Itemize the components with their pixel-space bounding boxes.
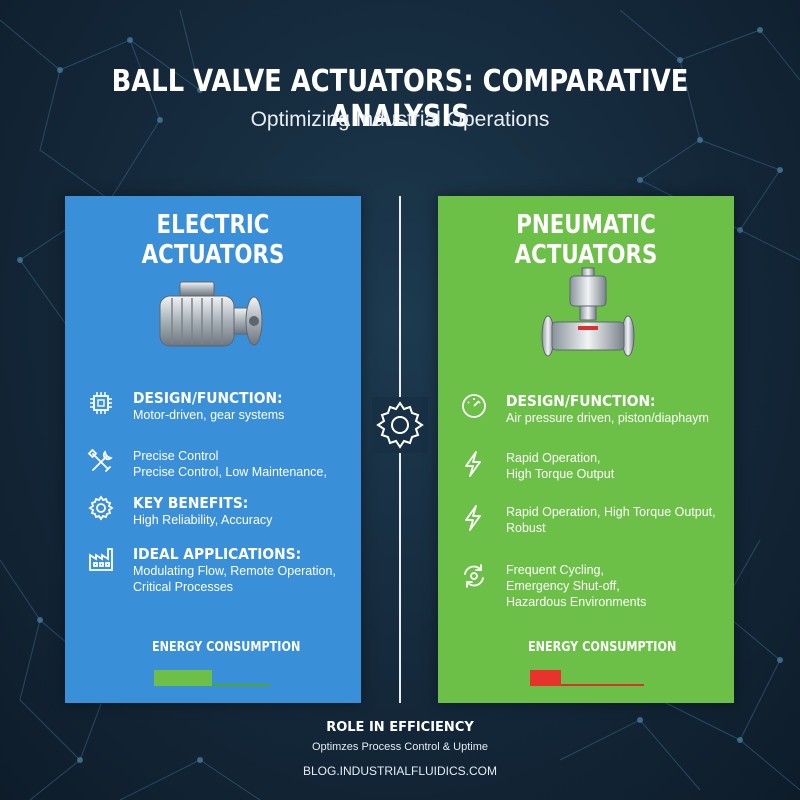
feature-heading: DESIGN/FUNCTION:	[506, 392, 656, 410]
electric-energy-track	[154, 684, 270, 686]
electric-energy-label: ENERGY CONSUMPTION	[152, 640, 301, 655]
feature-text: Air pressure driven, piston/diaphaym	[506, 411, 709, 425]
pneumatic-panel-title: PNEUMATIC ACTUATORS	[514, 210, 658, 270]
center-gear-badge	[372, 397, 428, 453]
gear-icon	[88, 495, 114, 521]
feature-text: Critical Processes	[133, 580, 234, 594]
gauge-icon	[462, 394, 486, 418]
pneumatic-valve-image	[541, 267, 635, 357]
feature-text: High Reliability, Accuracy	[133, 513, 273, 527]
feature-text: Precise Control, Low Maintenance,	[133, 465, 327, 479]
feature-text: Emergency Shut-off,	[506, 579, 620, 593]
electric-motor-image	[159, 281, 263, 347]
lightning-icon	[465, 505, 481, 531]
footer-title: ROLE IN EFFICIENCY	[326, 720, 474, 735]
feature-text: Rapid Operation,	[506, 451, 601, 465]
pneumatic-energy-track	[530, 684, 644, 686]
footer-subtitle: Optimzes Process Control & Uptime	[311, 741, 489, 753]
pneumatic-energy-bar	[530, 670, 561, 686]
feature-text: Precise Control	[133, 449, 219, 463]
page-title: BALL VALVE ACTUATORS: COMPARATIVE ANALYS…	[111, 64, 689, 134]
feature-text: Robust	[506, 521, 546, 535]
feature-text: Rapid Operation, High Torque Output,	[506, 505, 716, 519]
electric-panel: ELECTRIC ACTUATORS	[65, 196, 361, 703]
feature-heading: IDEAL APPLICATIONS:	[133, 545, 302, 563]
page-subtitle: Optimizing Industrial Operations	[250, 108, 550, 131]
gear-icon	[376, 401, 424, 449]
feature-text: Motor-driven, gear systems	[133, 408, 285, 422]
factory-icon	[89, 548, 113, 571]
footer-url[interactable]: BLOG.INDUSTRIALFLUIDICS.COM	[302, 764, 498, 778]
lightning-icon	[465, 451, 481, 477]
feature-heading: DESIGN/FUNCTION:	[133, 389, 283, 407]
wrench-screwdriver-icon	[87, 448, 113, 472]
feature-text: Modulating Flow, Remote Operation,	[133, 564, 336, 578]
cycle-icon	[464, 564, 484, 588]
feature-text: Frequent Cycling,	[506, 563, 604, 577]
feature-heading: KEY BENEFITS:	[133, 494, 249, 512]
feature-text: High Torque Output	[506, 467, 615, 481]
pneumatic-energy-label: ENERGY CONSUMPTION	[528, 640, 677, 655]
pneumatic-panel: PNEUMATIC ACTUATORS DESIGN/FUNCTION: Air…	[438, 196, 734, 703]
electric-panel-title: ELECTRIC ACTUATORS	[141, 210, 285, 270]
electric-energy-bar	[154, 670, 212, 686]
feature-text: Hazardous Environments	[506, 595, 647, 609]
chip-icon	[90, 392, 112, 414]
